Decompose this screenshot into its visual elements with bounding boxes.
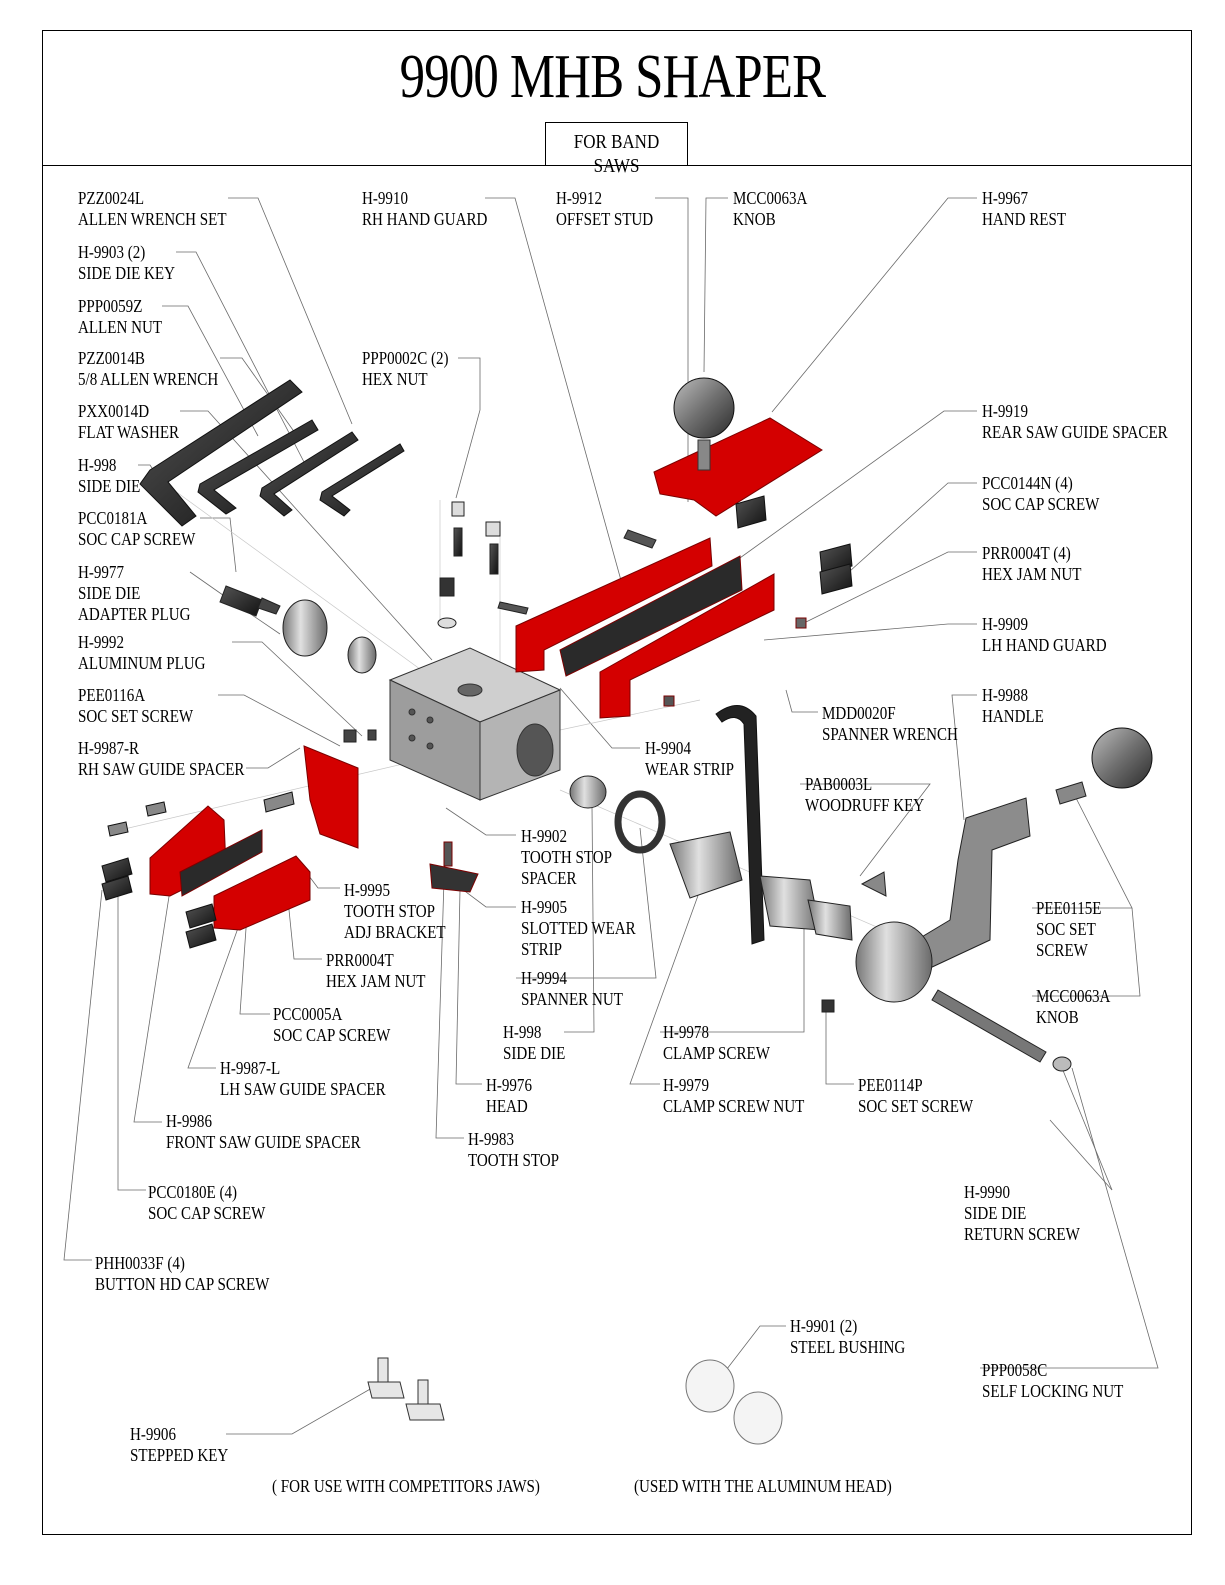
clamp-assembly — [569, 775, 887, 1013]
label-pcc0144n: PCC0144N (4)SOC CAP SCREW — [982, 473, 1100, 514]
stepped-keys — [367, 1357, 445, 1421]
label-phh0033f: PHH0033F (4)BUTTON HD CAP SCREW — [95, 1253, 270, 1294]
hand-guards — [515, 537, 807, 719]
footnote-aluminum-head: (USED WITH THE ALUMINUM HEAD) — [634, 1476, 892, 1496]
small-hardware — [437, 501, 657, 629]
page-title: 9900 MHB SHAPER — [399, 43, 826, 111]
label-h9903: H-9903 (2)SIDE DIE KEY — [78, 242, 175, 283]
drawing-frame — [42, 30, 1192, 1535]
label-h9901: H-9901 (2)STEEL BUSHING — [790, 1316, 906, 1357]
subtitle-box — [545, 122, 688, 165]
front-screws — [101, 791, 295, 949]
head-block — [388, 647, 562, 801]
label-prr0004t4: PRR0004T (4)HEX JAM NUT — [982, 543, 1082, 584]
side-die-parts — [219, 585, 377, 743]
hand-rest — [653, 377, 823, 529]
label-ppp0002c: PPP0002C (2)HEX NUT — [362, 348, 449, 389]
label-pcc0180e: PCC0180E (4)SOC CAP SCREW — [148, 1182, 266, 1223]
soc-cap-screws-right — [819, 543, 853, 595]
footnote-competitors-jaws: ( FOR USE WITH COMPETITORS JAWS) — [272, 1476, 540, 1496]
page-subtitle: FOR BAND SAWS — [573, 131, 660, 177]
front-spacers — [149, 745, 479, 931]
steel-bushings — [685, 1359, 783, 1445]
spanner-wrench — [715, 705, 765, 945]
handle — [855, 727, 1153, 1072]
allen-wrench-set — [139, 379, 405, 527]
header-divider — [42, 165, 1192, 166]
